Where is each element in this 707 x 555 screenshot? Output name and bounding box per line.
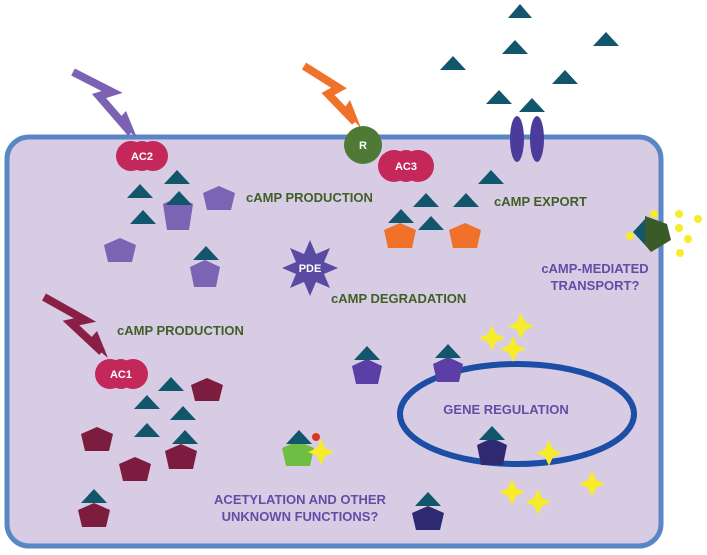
ac1-label: AC1 (110, 369, 132, 381)
protein-pentagons (78, 186, 507, 530)
camp-triangle (166, 191, 192, 205)
camp-triangle (172, 430, 198, 444)
camp-triangle (354, 346, 380, 360)
camp-triangle (453, 193, 479, 207)
label-acetylation-line1: ACETYLATION AND OTHER (214, 492, 386, 507)
pentagon-maroon (81, 427, 113, 451)
spark-dot (626, 232, 634, 240)
camp-triangle (170, 406, 196, 420)
spark-icon (500, 336, 526, 362)
spark-icon (308, 439, 334, 465)
pentagon-purple (163, 197, 193, 230)
camp-triangle (440, 56, 466, 70)
label-camp-export: cAMP EXPORT (494, 194, 587, 209)
spark-dot (650, 210, 658, 218)
camp-triangle (502, 40, 528, 54)
camp-triangle (479, 426, 505, 440)
acetyl-group-dot (312, 433, 320, 441)
receptor-label: R (359, 140, 367, 152)
camp-triangle (435, 344, 461, 358)
pentagon-maroon (191, 378, 223, 401)
pentagon-navy (412, 506, 444, 530)
pentagon-violet (433, 357, 463, 382)
spark-dot (684, 235, 692, 243)
camp-molecules (81, 4, 619, 506)
pentagon-green (282, 441, 314, 466)
spark-icons (308, 210, 702, 515)
label-camp-degradation: cAMP DEGRADATION (331, 291, 466, 306)
spark-dot (694, 215, 702, 223)
label-acetylation-line2: UNKNOWN FUNCTIONS? (222, 509, 379, 524)
pentagon-orange (449, 223, 481, 248)
camp-triangle (134, 395, 160, 409)
spark-icon (508, 313, 534, 339)
spark-dot (675, 210, 683, 218)
label-camp-production-left: cAMP PRODUCTION (117, 323, 244, 338)
pde-label: PDE (299, 263, 322, 275)
camp-triangle (593, 32, 619, 46)
spark-icon (479, 325, 505, 351)
camp-triangle (519, 98, 545, 112)
spark-icon (499, 479, 525, 505)
ac3-enzyme: AC3 (378, 150, 434, 182)
label-transport-line2: TRANSPORT? (551, 278, 640, 293)
spark-icon (536, 440, 562, 466)
camp-triangle (413, 193, 439, 207)
camp-triangle (130, 210, 156, 224)
spark-icon (525, 489, 551, 515)
pentagon-purple (104, 238, 136, 262)
pde-enzyme: PDE (282, 240, 338, 296)
ac1-enzyme: AC1 (95, 359, 148, 389)
camp-triangle (508, 4, 532, 18)
membrane-transporter (633, 216, 671, 252)
pentagon-orange (384, 223, 416, 248)
pentagon-violet (352, 359, 382, 384)
spark-dot (676, 249, 684, 257)
ac3-label: AC3 (395, 161, 417, 173)
ac2-enzyme: AC2 (116, 141, 168, 171)
receptor: R (344, 126, 382, 164)
spark-dot (675, 224, 683, 232)
pentagon-navy (477, 438, 507, 465)
camp-triangle (134, 423, 160, 437)
camp-triangle (193, 246, 219, 260)
camp-triangle (388, 209, 414, 223)
label-gene-regulation: GENE REGULATION (443, 402, 568, 417)
camp-triangle (418, 216, 444, 230)
pentagon-maroon (78, 503, 110, 527)
label-camp-production-top: cAMP PRODUCTION (246, 190, 373, 205)
ac2-label: AC2 (131, 151, 153, 163)
camp-triangle (164, 170, 190, 184)
pentagon-purple (203, 186, 235, 210)
camp-triangle (81, 489, 107, 503)
lightning-icon-maroon (42, 293, 108, 358)
label-transport-line1: cAMP-MEDIATED (541, 261, 648, 276)
lightning-icon-orange (301, 62, 361, 128)
camp-triangle (415, 492, 441, 506)
camp-triangle (486, 90, 512, 104)
camp-triangle (478, 170, 504, 184)
pentagon-purple (190, 260, 220, 287)
pentagon-maroon (165, 444, 197, 469)
camp-triangle (127, 184, 153, 198)
export-channel (510, 116, 544, 162)
pentagon-maroon (119, 457, 151, 481)
spark-icon (579, 471, 605, 497)
camp-triangle (286, 430, 312, 444)
lightning-icon-purple (71, 68, 137, 138)
camp-triangle (552, 70, 578, 84)
camp-triangle (158, 377, 184, 391)
nucleus (397, 361, 637, 467)
